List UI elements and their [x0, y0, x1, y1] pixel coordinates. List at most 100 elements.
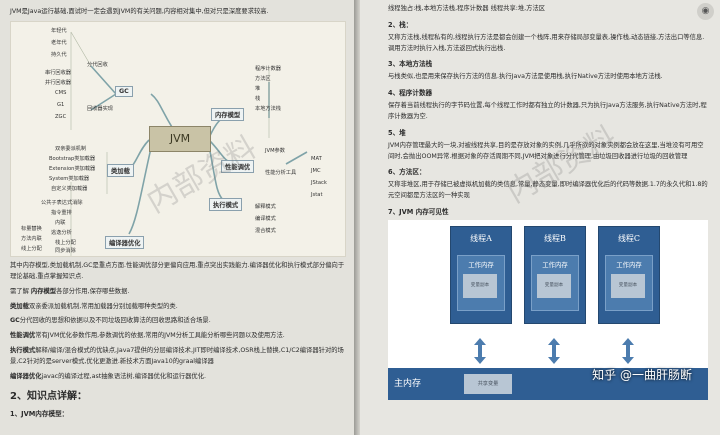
main-memory: 主内存 共享变量: [388, 367, 708, 400]
para-focus: 其中内存模型,类加载机制,GC是重点方面.性能调优部分更偏向应用,重点突出实践能…: [10, 262, 345, 281]
para-compile: 编译器优化javac的编译过程,ast抽象语法树,编译器优化和运行器优化.: [10, 372, 346, 383]
right-page: ◉ 线程独占:栈,本地方法栈,程序计数器 线程共享:堆,方法区 2、栈： 又称方…: [360, 0, 720, 435]
work-memory-a: 工作内存 变量副本: [457, 254, 505, 311]
compile-item: 指令重排: [51, 210, 72, 217]
shared-variable: 共享变量: [464, 373, 512, 394]
para-gc: GC分代回收的思想和依据以及不同垃圾回收算法的回收思路和适合场景.: [10, 316, 346, 327]
mindmap-center: JVM: [149, 126, 211, 153]
jvm-mindmap: JVM GC 分代回收 回收器实现 年轻代 老年代 持久代 串行回收器 并行回收…: [10, 21, 346, 258]
section-heap-title: 5、堆: [388, 128, 406, 137]
compile-item: 标量替换: [21, 226, 42, 233]
gc-item: 持久代: [51, 52, 67, 59]
branch-perf: 性能调优: [221, 160, 255, 174]
compile-item: 同步消除: [55, 248, 76, 255]
para-memory: 需了解 内存模型各部分作用,保存哪些数据.: [10, 287, 346, 298]
para-compile-text: javac的编译过程,ast抽象语法树,编译器优化和运行器优化.: [41, 372, 206, 380]
gc-sub-collectors: 回收器实现: [87, 106, 113, 113]
perf-tool: Jstat: [311, 192, 323, 199]
branch-memory: 内存模型: [211, 108, 245, 122]
perf-tool: JMC: [311, 168, 321, 175]
branch-classload: 类加载: [107, 164, 134, 178]
var-copy: 变量副本: [537, 273, 571, 298]
para-perf-bold: 性能调优: [10, 332, 36, 340]
right-top-line: 线程独占:栈,本地方法栈,程序计数器 线程共享:堆,方法区: [388, 5, 546, 12]
section-method-area-title: 6、方法区：: [388, 168, 426, 177]
para-memory-bold: 内存模型: [30, 287, 57, 295]
exec-item: 混合模式: [255, 228, 276, 235]
section-heap-text: JVM内存管理最大的一块,对被线程共享,目的是存放对象的实例,几乎所欲的对象实例…: [388, 141, 704, 160]
work-memory-b: 工作内存 变量副本: [531, 254, 579, 311]
section-stack-text: 又称方法栈,线程私有的,线程执行方法是都会创建一个栈阵,用来存储局部变量表,操作…: [388, 33, 705, 52]
classload-item: Extension类加载器: [49, 166, 96, 173]
left-page: JVM是Java运行基础,面试时一定会遇到JVM的有关问题,内容相对集中,但对只…: [0, 0, 354, 435]
compile-item: 栈上分配: [55, 240, 76, 247]
gc-item: G1: [57, 102, 65, 109]
memory-item: 程序计数器: [255, 66, 281, 73]
gc-item: 并行回收器: [45, 80, 71, 87]
section-method-area-text: 又称非堆区,用于存储已被虚拟机加载的类信息,常量,静态变量,即时编译器优化后的代…: [388, 181, 708, 200]
memory-item: 本地方法栈: [255, 106, 281, 113]
memory-item: 方法区: [255, 76, 271, 83]
gc-item: ZGC: [55, 114, 67, 121]
double-arrow-icon: [548, 337, 560, 364]
para-perf: 性能调优常有JVM优化参数作用,参数调优的依据,常用的JVM分析工具能分析哪些问…: [10, 331, 346, 342]
branch-exec: 执行模式: [209, 198, 243, 212]
exec-item: 编译模式: [255, 216, 276, 223]
para-exec-bold: 执行模式: [10, 347, 36, 355]
gc-sub-generational: 分代回收: [87, 62, 108, 69]
section-pc-text: 保存着当前线程执行的字节码位置,每个线程工作时都有独立的计数器,只为执行Java…: [388, 102, 707, 120]
double-arrow-icon: [622, 337, 634, 364]
para-memory-post: 各部分作用,保存哪些数据.: [56, 287, 130, 295]
intro-text: JVM是Java运行基础,面试时一定会遇到JVM的有关问题,内容相对集中,但对只…: [10, 8, 269, 15]
compile-item: 逃逸分析: [51, 230, 72, 237]
book-gutter: [354, 0, 360, 435]
para-perf-text: 常有JVM优化参数作用,参数调优的依据,常用的JVM分析工具能分析哪些问题以及使…: [35, 332, 285, 340]
para-gc-text: 分代回收的思想和依据以及不同垃圾回收算法的回收思路和适合场景.: [19, 317, 211, 325]
branch-gc: GC: [115, 86, 133, 98]
heading-details: 2、知识点详解：: [10, 391, 87, 403]
thread-b: 线程B 工作内存 变量副本: [524, 225, 586, 324]
section-stack-title: 2、栈：: [388, 20, 413, 29]
para-classload: 类加载双亲委派加载机制,常用加载器分别加载哪种类型的类.: [10, 302, 346, 313]
para-memory-pre: 需了解: [10, 287, 31, 295]
perf-item: 性能分析工具: [265, 170, 297, 177]
para-exec-text: 解释/编译/混合模式的优缺点,Java7提供的分层编译技术,JIT即时编译技术,…: [10, 347, 344, 365]
compile-item: 内联: [55, 220, 66, 227]
memory-visibility-diagram: 线程A 工作内存 变量副本 线程B 工作内存 变量副本 线程C 工作内存 变量副…: [388, 219, 708, 400]
thread-c-label: 线程C: [617, 233, 641, 243]
memory-item: 栈: [255, 96, 261, 103]
gc-item: 串行回收器: [45, 70, 71, 77]
section-pc-title: 4、程序计数器: [388, 89, 433, 98]
work-memory-label: 工作内存: [616, 260, 642, 269]
classload-item: 自定义类加载器: [51, 186, 88, 193]
perf-tool: JStack: [311, 180, 327, 187]
thread-c: 线程C 工作内存 变量副本: [598, 225, 660, 324]
work-memory-label: 工作内存: [468, 260, 494, 269]
main-memory-label: 主内存: [394, 378, 422, 389]
work-memory-label: 工作内存: [542, 260, 568, 269]
double-arrow-icon: [474, 337, 486, 364]
classload-item: 双亲委派机制: [55, 146, 87, 153]
gc-item: 老年代: [51, 40, 67, 47]
gc-item: CMS: [55, 90, 67, 97]
para-classload-bold: 类加载: [10, 302, 29, 310]
section-native-stack-title: 3、本地方法栈: [388, 60, 433, 69]
mindmap-lines: [70, 32, 308, 257]
para-gc-bold: GC: [10, 317, 20, 325]
memory-item: 堆: [255, 86, 261, 93]
para-exec: 执行模式解释/编译/混合模式的优缺点,Java7提供的分层编译技术,JIT即时编…: [10, 346, 346, 368]
var-copy: 变量副本: [463, 273, 497, 298]
branch-compile: 编译器优化: [105, 236, 145, 250]
heading-memory-model: 1、JVM内存模型：: [10, 410, 69, 419]
camera-icon[interactable]: ◉: [697, 3, 714, 20]
perf-item: JVM参数: [265, 148, 285, 155]
section-native-stack-text: 与栈类似,也是用来保存执行方法的信息.执行Java方法是使用栈,执行Native…: [388, 73, 663, 81]
compile-item: 线上分配: [21, 246, 42, 253]
thread-a-label: 线程A: [470, 233, 492, 243]
thread-a: 线程A 工作内存 变量副本: [450, 225, 512, 324]
classload-item: System类加载器: [49, 176, 90, 183]
section-visibility-title: 7、JVM 内存可见性: [388, 207, 449, 216]
para-compile-bold: 编译器优化: [10, 372, 42, 380]
perf-tool: MAT: [311, 156, 322, 163]
